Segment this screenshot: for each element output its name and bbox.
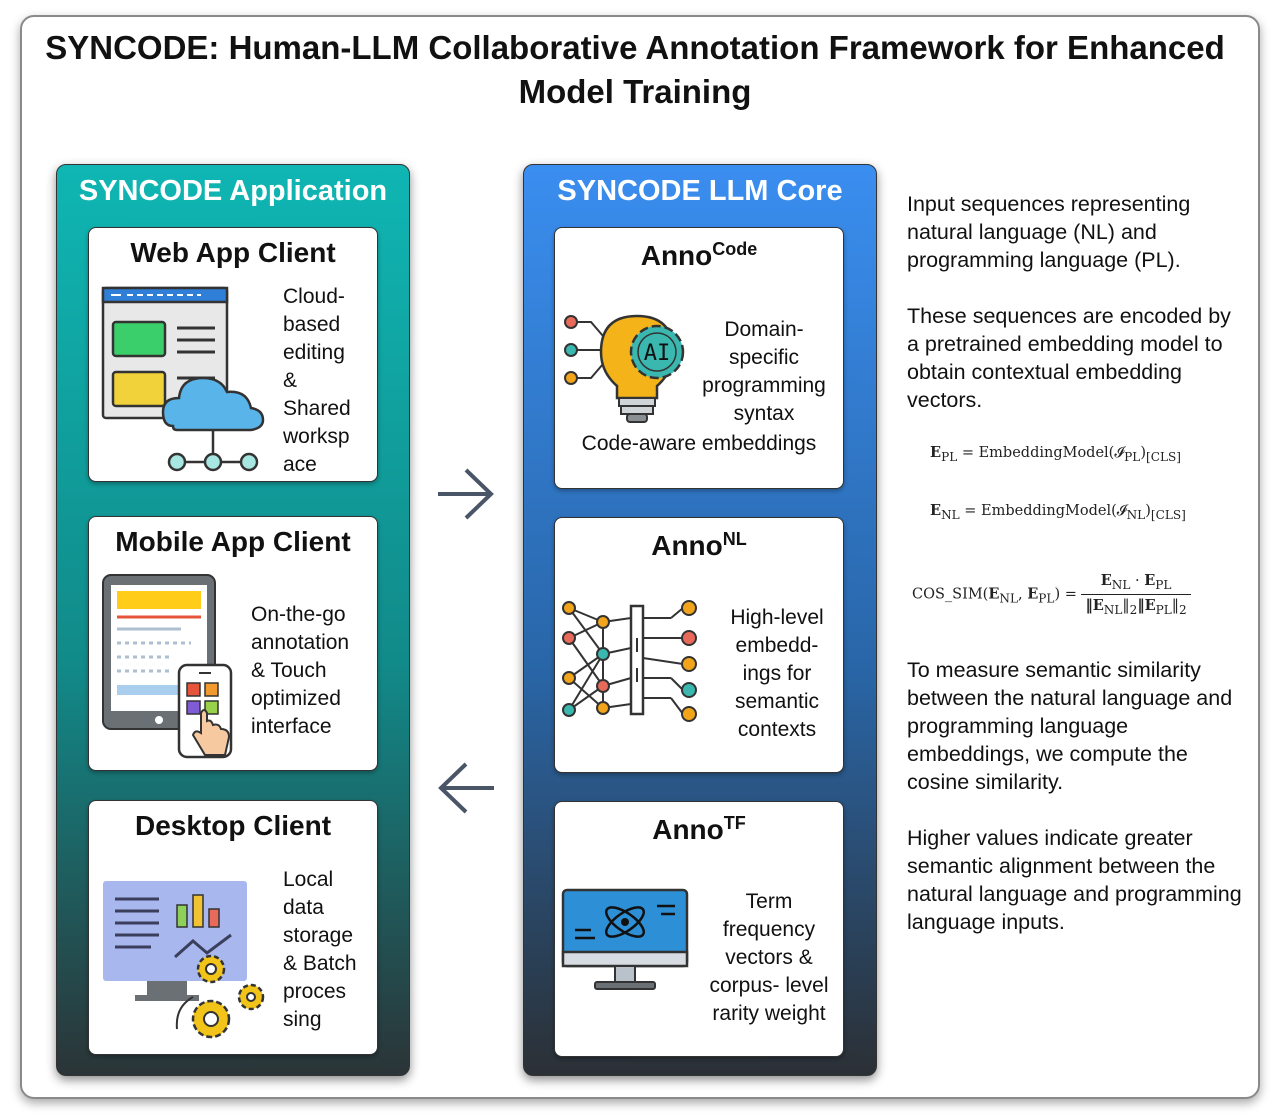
anno-nl-title: AnnoNL — [651, 529, 747, 561]
formula-cos-sim: COS_SIM(ENL, EPL) = ENL · EPL ‖ENL‖2‖EPL… — [912, 572, 1191, 617]
llm-core-heading: SYNCODE LLM Core — [557, 175, 843, 207]
diagram-title: SYNCODE: Human-LLM Collaborative Annotat… — [45, 29, 1225, 110]
llm-core-column: SYNCODE LLM Core AnnoCode AI Domain-spec… — [523, 164, 877, 1076]
desktop-gears-icon — [103, 881, 265, 1039]
web-app-card: Web App Client Cloud-based editing& Shar… — [88, 227, 378, 482]
left-arrow-icon — [438, 762, 494, 814]
side-text-input: Input sequences representing natural lan… — [907, 192, 1191, 272]
web-app-cloud-icon — [101, 286, 265, 472]
ai-lightbulb-icon: AI — [564, 314, 685, 423]
monitor-atom-icon — [561, 888, 689, 990]
application-heading: SYNCODE Application — [78, 175, 388, 207]
application-column: SYNCODE Application Web App Client Cloud… — [56, 164, 410, 1076]
tablet-touch-icon — [102, 574, 233, 759]
formula-epl: EPL = EmbeddingModel(𝓘PL)[CLS] — [930, 444, 1181, 464]
right-arrow-icon — [438, 468, 494, 520]
ai-label: AI — [644, 341, 671, 366]
formula-enl: ENL = EmbeddingModel(𝓘NL)[CLS] — [930, 502, 1186, 522]
desktop-title: Desktop Client — [134, 810, 332, 841]
side-text-alignment: Higher values indicate greater semantic … — [907, 826, 1242, 934]
anno-code-title: AnnoCode — [640, 239, 758, 271]
side-text-similarity: To measure semantic similarity between t… — [907, 658, 1233, 794]
web-app-title: Web App Client — [130, 237, 336, 268]
side-text-encoding: These sequences are encoded by a pretrai… — [907, 304, 1231, 412]
anno-nl-card: AnnoNL — [554, 517, 844, 773]
neural-network-icon — [562, 600, 697, 722]
mobile-app-title: Mobile App Client — [115, 526, 351, 557]
anno-tf-title: AnnoTF — [652, 813, 746, 845]
anno-code-bottom: Code-aware embeddings — [581, 432, 817, 455]
